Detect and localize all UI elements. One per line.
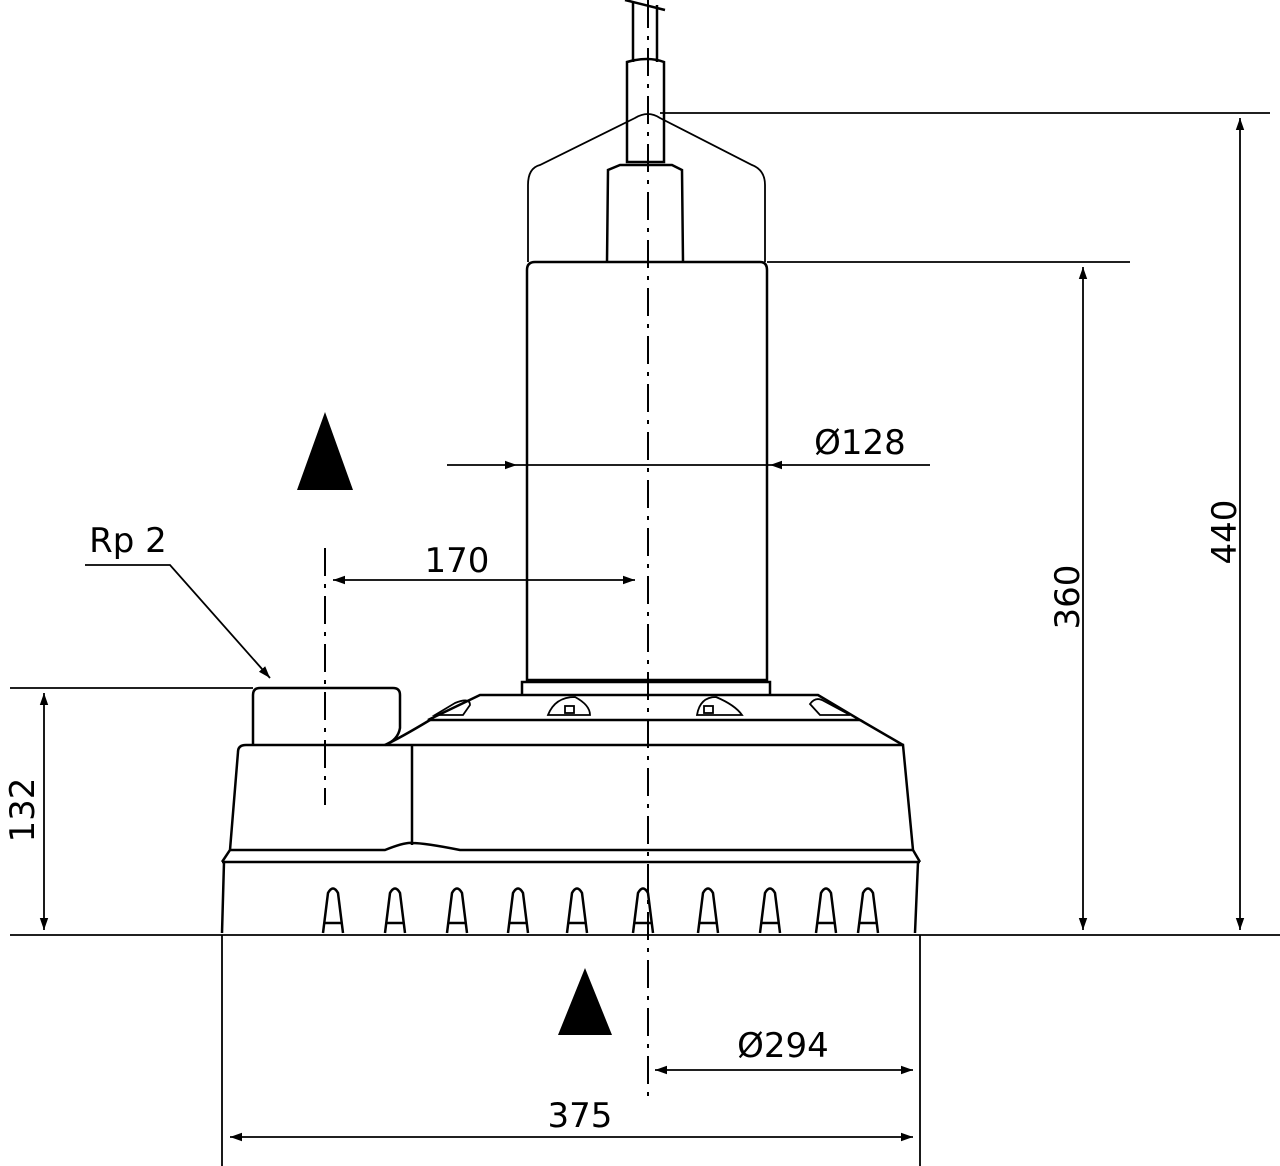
dim-170-label: 170 xyxy=(425,541,490,581)
cable-gland xyxy=(625,57,666,164)
base-foot xyxy=(506,887,530,934)
outlet-socket xyxy=(251,686,402,747)
dim-440-label: 440 xyxy=(1205,500,1245,565)
base-foot xyxy=(814,887,838,934)
neck xyxy=(605,163,685,263)
dim-132-label: 132 xyxy=(3,778,43,843)
pump-casing xyxy=(220,743,922,863)
flow-direction-icon xyxy=(297,412,353,490)
dim-294-label: Ø294 xyxy=(737,1026,829,1066)
rp2-label: Rp 2 xyxy=(89,521,167,561)
handle xyxy=(527,113,766,262)
base-foot xyxy=(445,887,469,934)
base-foot xyxy=(383,887,407,934)
extension-lines xyxy=(10,112,1280,1166)
flange-lugs xyxy=(431,696,851,716)
motor-ring xyxy=(520,680,772,695)
base-foot xyxy=(321,887,345,934)
flow-direction-icon xyxy=(558,968,612,1035)
base-foot xyxy=(696,887,720,934)
dim-360-label: 360 xyxy=(1048,565,1088,630)
base-foot xyxy=(856,887,880,934)
motor-housing xyxy=(525,260,769,682)
base-foot xyxy=(631,887,655,934)
base-foot xyxy=(565,887,589,934)
cable xyxy=(624,0,666,62)
rp2-leader xyxy=(85,564,271,679)
base-band xyxy=(220,860,920,934)
pump-outline xyxy=(220,0,922,934)
top-flange xyxy=(427,693,865,722)
dim-128-label: Ø128 xyxy=(814,423,906,463)
base-foot xyxy=(758,887,782,934)
base-feet xyxy=(321,887,880,934)
dim-375-label: 375 xyxy=(548,1096,613,1136)
